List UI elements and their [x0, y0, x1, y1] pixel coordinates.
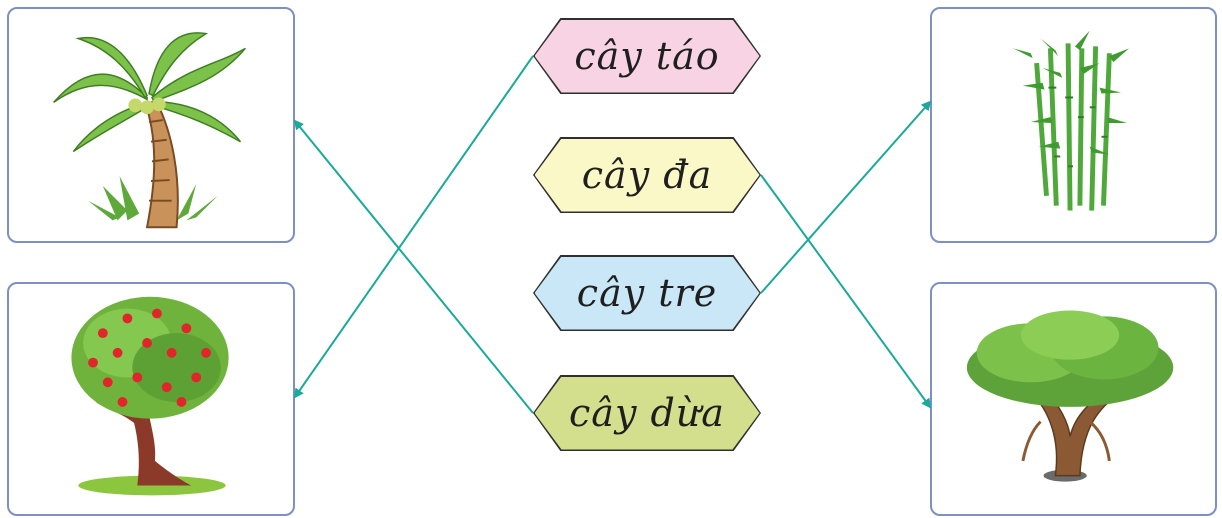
connector-tre-bamboo: [760, 100, 932, 294]
word-label-text: cây đa: [581, 153, 713, 197]
word-label-cay-dua[interactable]: cây dừa: [533, 375, 761, 451]
picture-card-coconut[interactable]: [7, 7, 295, 243]
picture-card-bamboo[interactable]: [930, 7, 1217, 243]
coconut-tree-icon: [53, 32, 246, 229]
apple-tree-icon: [71, 296, 229, 496]
connector-dua-coconut: [293, 119, 534, 414]
word-label-text: cây táo: [574, 34, 720, 78]
bamboo-icon: [1013, 30, 1130, 211]
word-label-text: cây dừa: [569, 391, 725, 435]
picture-card-banyan[interactable]: [930, 282, 1217, 516]
word-label-cay-da[interactable]: cây đa: [533, 137, 761, 213]
connector-da-banyan: [760, 174, 932, 409]
connector-tao-apple: [293, 55, 534, 399]
word-label-cay-tre[interactable]: cây tre: [533, 255, 761, 331]
picture-card-apple[interactable]: [7, 282, 295, 516]
word-label-cay-tao[interactable]: cây táo: [533, 18, 761, 94]
word-label-text: cây tre: [576, 271, 718, 315]
banyan-tree-icon: [966, 310, 1174, 482]
